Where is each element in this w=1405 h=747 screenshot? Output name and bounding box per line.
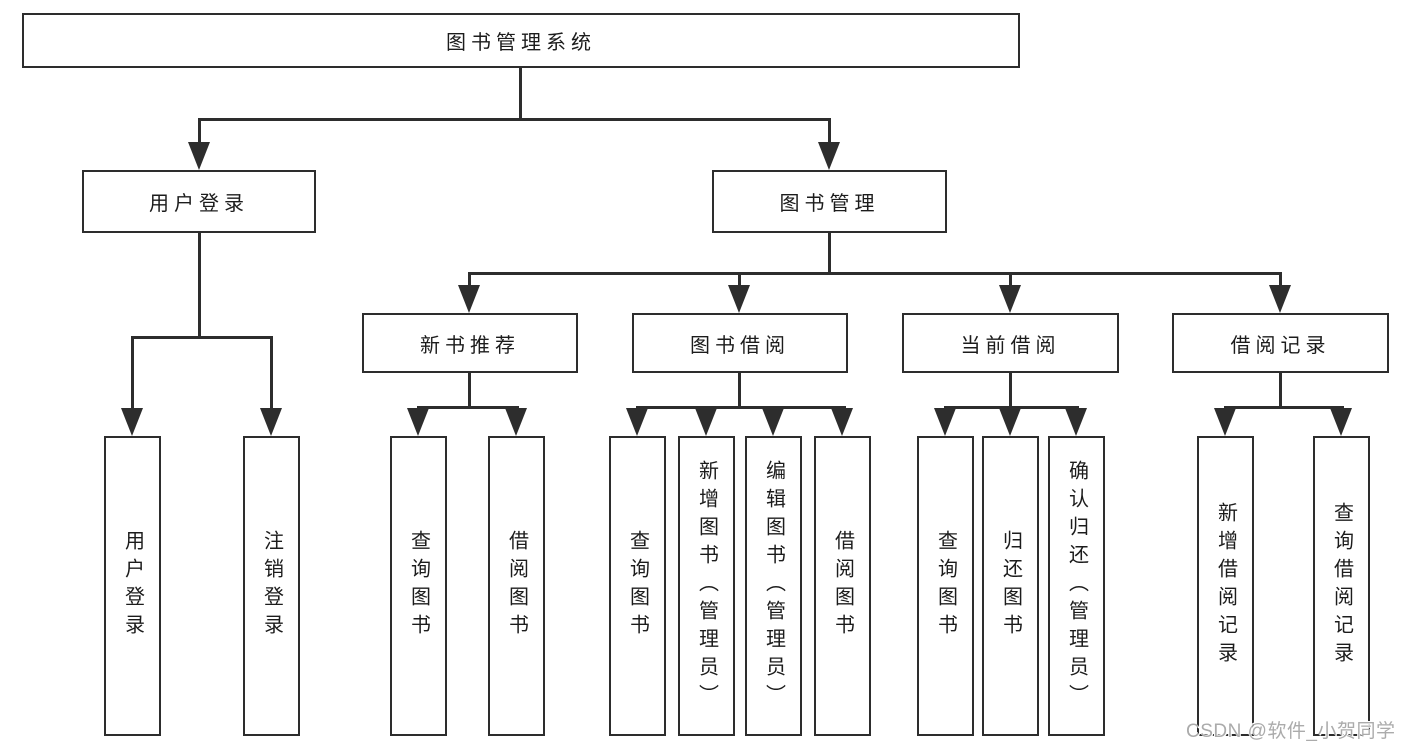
- node-label: 用户登录: [149, 193, 249, 215]
- connector-bookmgmt-bar: [468, 272, 1282, 275]
- leaf-confirm-return-admin: 确认归还（管理员）: [1048, 436, 1105, 736]
- leaf-label: 借阅图书: [505, 530, 528, 642]
- leaf-label: 查询图书: [407, 530, 430, 642]
- connector-current-stem: [1009, 373, 1012, 408]
- node-library-management-system: 图书管理系统: [22, 13, 1020, 68]
- leaf-label: 编辑图书（管理员）: [762, 460, 785, 712]
- leaf-logout: 注销登录: [243, 436, 300, 736]
- connector-borrow-bar: [636, 406, 846, 409]
- node-user-login: 用户登录: [82, 170, 316, 233]
- leaf-label: 查询图书: [626, 530, 649, 642]
- connector-borrow-stem: [738, 373, 741, 408]
- node-label: 图书借阅: [690, 334, 790, 357]
- arrow-down-icon: [260, 408, 282, 436]
- leaf-label: 查询借阅记录: [1330, 502, 1353, 670]
- arrow-down-icon: [626, 408, 648, 436]
- connector-drop: [1009, 272, 1012, 290]
- leaf-borrow-books: 借阅图书: [814, 436, 871, 736]
- connector-drop: [468, 272, 471, 290]
- leaf-label: 新增借阅记录: [1214, 502, 1237, 670]
- connector-root-bar: [198, 118, 831, 121]
- leaf-label: 借阅图书: [831, 530, 854, 642]
- arrow-down-icon: [1214, 408, 1236, 436]
- leaf-query-borrow-record: 查询借阅记录: [1313, 436, 1370, 736]
- connector-drop: [270, 336, 273, 410]
- connector-bookmgmt-stem: [828, 233, 831, 274]
- connector-drop: [828, 118, 831, 146]
- leaf-query-books-newrec: 查询图书: [390, 436, 447, 736]
- leaf-label: 新增图书（管理员）: [695, 460, 718, 712]
- arrow-down-icon: [1330, 408, 1352, 436]
- leaf-label: 归还图书: [999, 530, 1022, 642]
- leaf-user-login: 用户登录: [104, 436, 161, 736]
- leaf-label: 注销登录: [260, 530, 283, 642]
- node-book-borrow: 图书借阅: [632, 313, 848, 373]
- connector-drop: [738, 272, 741, 290]
- node-label: 图书管理系统: [446, 32, 596, 54]
- connector-drop: [198, 118, 201, 146]
- leaf-borrow-books-newrec: 借阅图书: [488, 436, 545, 736]
- arrow-down-icon: [695, 408, 717, 436]
- node-borrow-records: 借阅记录: [1172, 313, 1389, 373]
- arrow-down-icon: [458, 285, 480, 313]
- leaf-label: 查询图书: [934, 530, 957, 642]
- leaf-add-books-admin: 新增图书（管理员）: [678, 436, 735, 736]
- connector-drop: [131, 336, 134, 410]
- csdn-watermark: CSDN @软件_小贺同学: [1186, 721, 1396, 742]
- connector-records-stem: [1279, 373, 1282, 408]
- leaf-return-books: 归还图书: [982, 436, 1039, 736]
- connector-root-stem: [519, 68, 522, 118]
- arrow-down-icon: [1065, 408, 1087, 436]
- connector-newbook-stem: [468, 373, 471, 408]
- node-label: 借阅记录: [1230, 334, 1331, 357]
- connector-drop: [1279, 272, 1282, 290]
- arrow-down-icon: [505, 408, 527, 436]
- arrow-down-icon: [728, 285, 750, 313]
- arrow-down-icon: [999, 285, 1021, 313]
- connector-records-bar: [1224, 406, 1344, 409]
- arrow-down-icon: [762, 408, 784, 436]
- node-label: 当前借阅: [960, 334, 1061, 357]
- arrow-down-icon: [818, 142, 840, 170]
- node-label: 新书推荐: [420, 334, 520, 357]
- arrow-down-icon: [121, 408, 143, 436]
- arrow-down-icon: [934, 408, 956, 436]
- arrow-down-icon: [999, 408, 1021, 436]
- arrow-down-icon: [831, 408, 853, 436]
- node-label: 图书管理: [779, 193, 880, 215]
- leaf-query-books-borrow: 查询图书: [609, 436, 666, 736]
- node-book-management: 图书管理: [712, 170, 947, 233]
- arrow-down-icon: [1269, 285, 1291, 313]
- node-current-borrow: 当前借阅: [902, 313, 1119, 373]
- connector-current-bar: [944, 406, 1079, 409]
- leaf-label: 用户登录: [121, 530, 144, 642]
- arrow-down-icon: [407, 408, 429, 436]
- connector-userlogin-stem: [198, 233, 201, 339]
- leaf-label: 确认归还（管理员）: [1065, 460, 1088, 712]
- leaf-add-borrow-record: 新增借阅记录: [1197, 436, 1254, 736]
- leaf-edit-books-admin: 编辑图书（管理员）: [745, 436, 802, 736]
- node-new-book-recommend: 新书推荐: [362, 313, 578, 373]
- connector-newbook-bar: [417, 406, 519, 409]
- arrow-down-icon: [188, 142, 210, 170]
- leaf-query-books-current: 查询图书: [917, 436, 974, 736]
- connector-userlogin-bar: [131, 336, 273, 339]
